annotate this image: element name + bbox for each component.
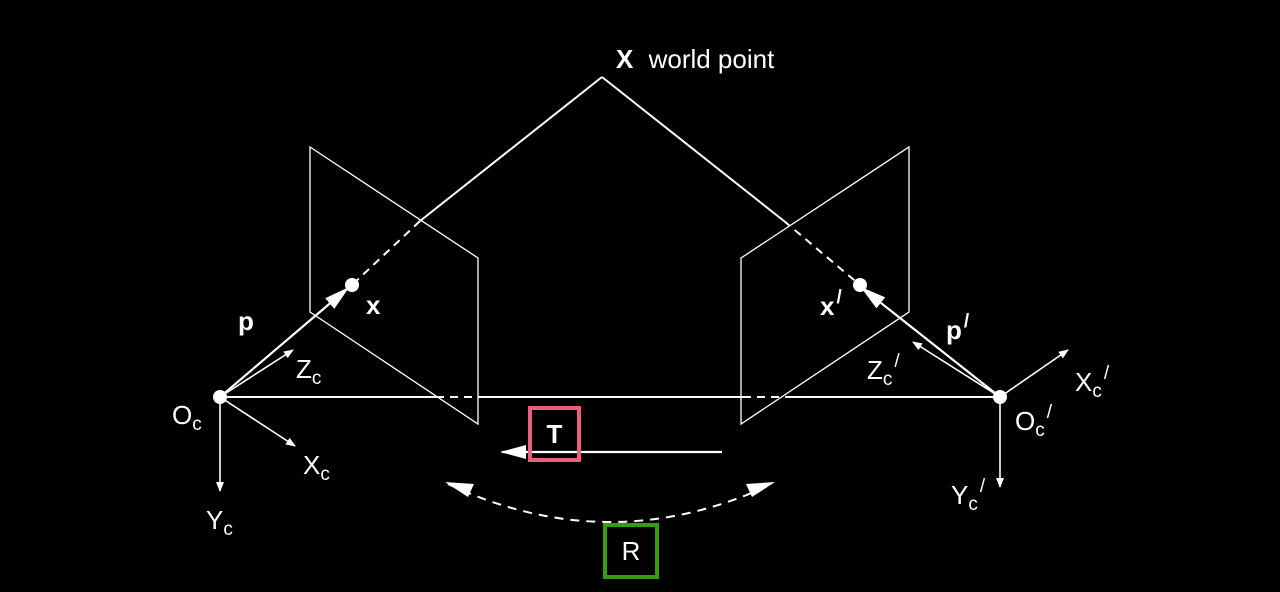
left-image-point-dot xyxy=(345,278,359,292)
right-ray-dashed xyxy=(783,220,861,286)
left-camera-center-dot xyxy=(213,390,227,404)
rotation-arrowhead-left xyxy=(445,482,474,497)
right-ray-label: p/ xyxy=(946,311,970,345)
right-axis-y-label: Yc/ xyxy=(951,476,986,515)
rotation-arrowhead-right xyxy=(746,482,775,497)
left-axis-z-arrow xyxy=(219,349,294,398)
left-axis-x-label: Xc xyxy=(303,450,330,485)
left-image-plane xyxy=(309,145,479,426)
left-ray-vector-p xyxy=(219,286,350,398)
world-point-caption: world point xyxy=(648,44,775,74)
world-point-symbol: X xyxy=(616,44,634,74)
left-ray-label: p xyxy=(238,306,254,336)
right-ray-vector-p-prime xyxy=(860,286,1001,398)
left-axis-x-arrow xyxy=(219,396,296,447)
right-image-point-dot xyxy=(853,278,867,292)
left-axis-z-label: Zc xyxy=(296,354,322,389)
right-camera-center-label: Oc/ xyxy=(1015,402,1053,441)
left-axis-y-label: Yc xyxy=(206,505,233,540)
translation-label: T xyxy=(546,418,563,449)
right-ray-solid xyxy=(601,76,785,222)
right-axis-z-label: Zc/ xyxy=(867,351,900,390)
right-axis-z-arrow xyxy=(912,341,1001,398)
right-image-point-label: x/ xyxy=(820,287,842,321)
right-camera-center-dot xyxy=(993,390,1007,404)
left-camera-center-label: Oc xyxy=(172,400,202,435)
left-ray-dashed xyxy=(351,220,421,286)
left-ray-solid xyxy=(419,76,603,222)
right-axis-x-label: Xc/ xyxy=(1075,363,1110,402)
left-image-point-label: x xyxy=(366,290,381,320)
right-axis-x-arrow xyxy=(999,349,1069,398)
translation-label-box: T xyxy=(528,406,581,462)
right-image-plane xyxy=(740,145,910,426)
world-point-label: X world point xyxy=(616,46,774,72)
rotation-label: R xyxy=(621,535,641,566)
rotation-label-box: R xyxy=(603,523,659,579)
rotation-arc xyxy=(447,483,773,523)
